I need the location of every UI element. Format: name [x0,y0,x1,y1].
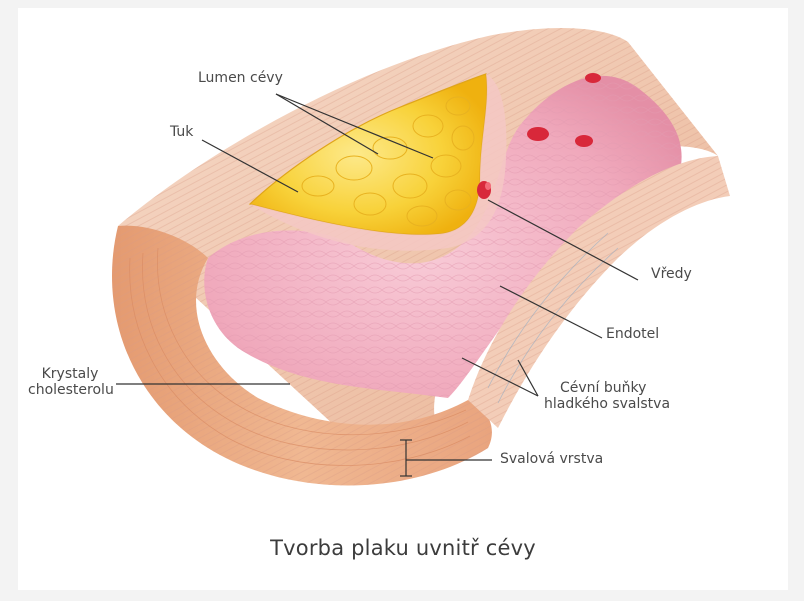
leader-smooth-1 [461,357,539,397]
illustration-canvas: Lumen cévy Tuk Vředy Endotel Cévní buňky… [18,8,788,590]
label-smooth-muscle-line1: Cévní buňky [560,380,647,396]
leader-lines [116,93,639,477]
leader-lumen-2 [275,93,434,159]
label-ulcers: Vředy [651,266,692,282]
label-cholesterol-line2: cholesterolu [28,382,114,398]
figure-caption: Tvorba plaku uvnitř cévy [270,536,536,560]
label-smooth-muscle-cells: Cévní buňky hladkého svalstva [544,380,670,412]
leader-fat [201,139,299,193]
label-endothelium: Endotel [606,326,660,342]
leader-lumen-1 [275,93,379,155]
label-cholesterol-line1: Krystaly [41,366,99,382]
leader-endothelium [499,285,603,339]
ulcer-spots [477,181,491,199]
artery-cross-section-illustration [112,28,730,486]
fat-globules [301,96,475,227]
leader-ulcers [487,199,639,281]
label-lumen: Lumen cévy [198,70,283,86]
label-smooth-muscle-line2: hladkého svalstva [544,396,671,412]
label-muscle-layer: Svalová vrstva [500,451,604,467]
label-fat: Tuk [170,124,194,140]
label-cholesterol-crystals: Krystaly cholesterolu [28,366,114,398]
red-blood-cells [527,73,601,147]
leader-smooth-2 [517,359,539,397]
